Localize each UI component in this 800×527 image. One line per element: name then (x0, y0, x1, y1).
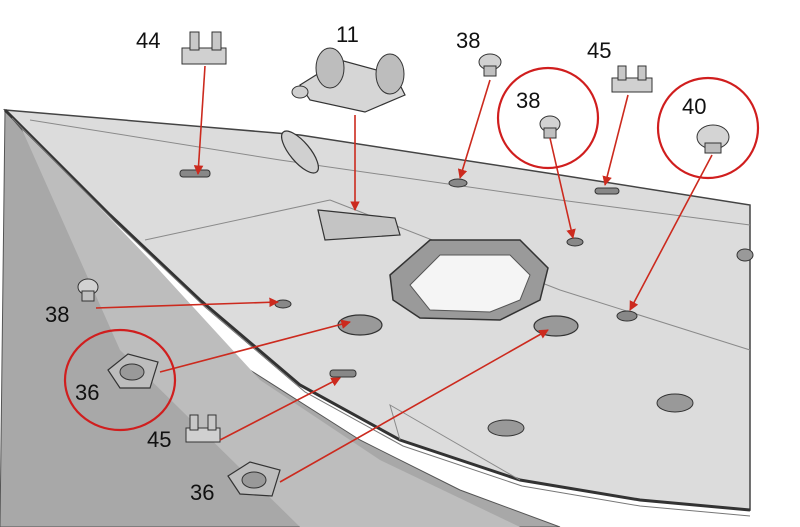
deck-hatch-opening (736, 248, 754, 262)
label-mushroom-vent: 40 (682, 94, 706, 119)
bollard-part-left (77, 278, 99, 302)
deck-hatch-opening (337, 314, 383, 336)
deck-rail-inner (11, 117, 751, 517)
deck-rail (3, 108, 751, 512)
center-hatch (389, 239, 549, 321)
bitt-bracket-part (181, 31, 227, 65)
deck-fixture-plate (317, 209, 401, 241)
deck-hole (274, 299, 292, 309)
bollard-part-top (478, 53, 502, 77)
label-bollard-left: 38 (45, 302, 69, 327)
label-cleat-top: 45 (587, 38, 611, 63)
deck-slot (329, 369, 357, 378)
deck-hole (616, 310, 638, 322)
cleat-part-bottom (185, 414, 221, 443)
label-bollard-top: 38 (456, 28, 480, 53)
leader-lines (95, 65, 713, 483)
deck-slot (594, 187, 620, 195)
deck-hole (566, 237, 584, 247)
label-bollard-circled: 38 (516, 88, 540, 113)
mushroom-vent-part (696, 124, 730, 154)
winch-part (291, 47, 406, 113)
deck-panel-lines (29, 119, 751, 481)
label-hatch-bottom: 36 (190, 480, 214, 505)
deck-hatch-opening (533, 315, 579, 337)
label-cleat-bottom: 45 (147, 427, 171, 452)
highlight-circles (63, 66, 760, 432)
deck-hatch-opening (487, 419, 525, 437)
cleat-part-top (611, 65, 653, 93)
deck-hatch-opening (656, 393, 694, 413)
hatch-part-bottom (227, 461, 281, 497)
label-bitt-bracket: 44 (136, 28, 160, 53)
label-winch: 11 (336, 22, 359, 47)
deck-slot (179, 169, 211, 178)
vent-hood (281, 130, 319, 174)
bollard-part-circled (539, 115, 561, 139)
deck-hole (448, 178, 468, 188)
hull-side-shade (20, 125, 520, 527)
label-hatch-left: 36 (75, 380, 99, 405)
hatch-part-left (107, 353, 159, 389)
